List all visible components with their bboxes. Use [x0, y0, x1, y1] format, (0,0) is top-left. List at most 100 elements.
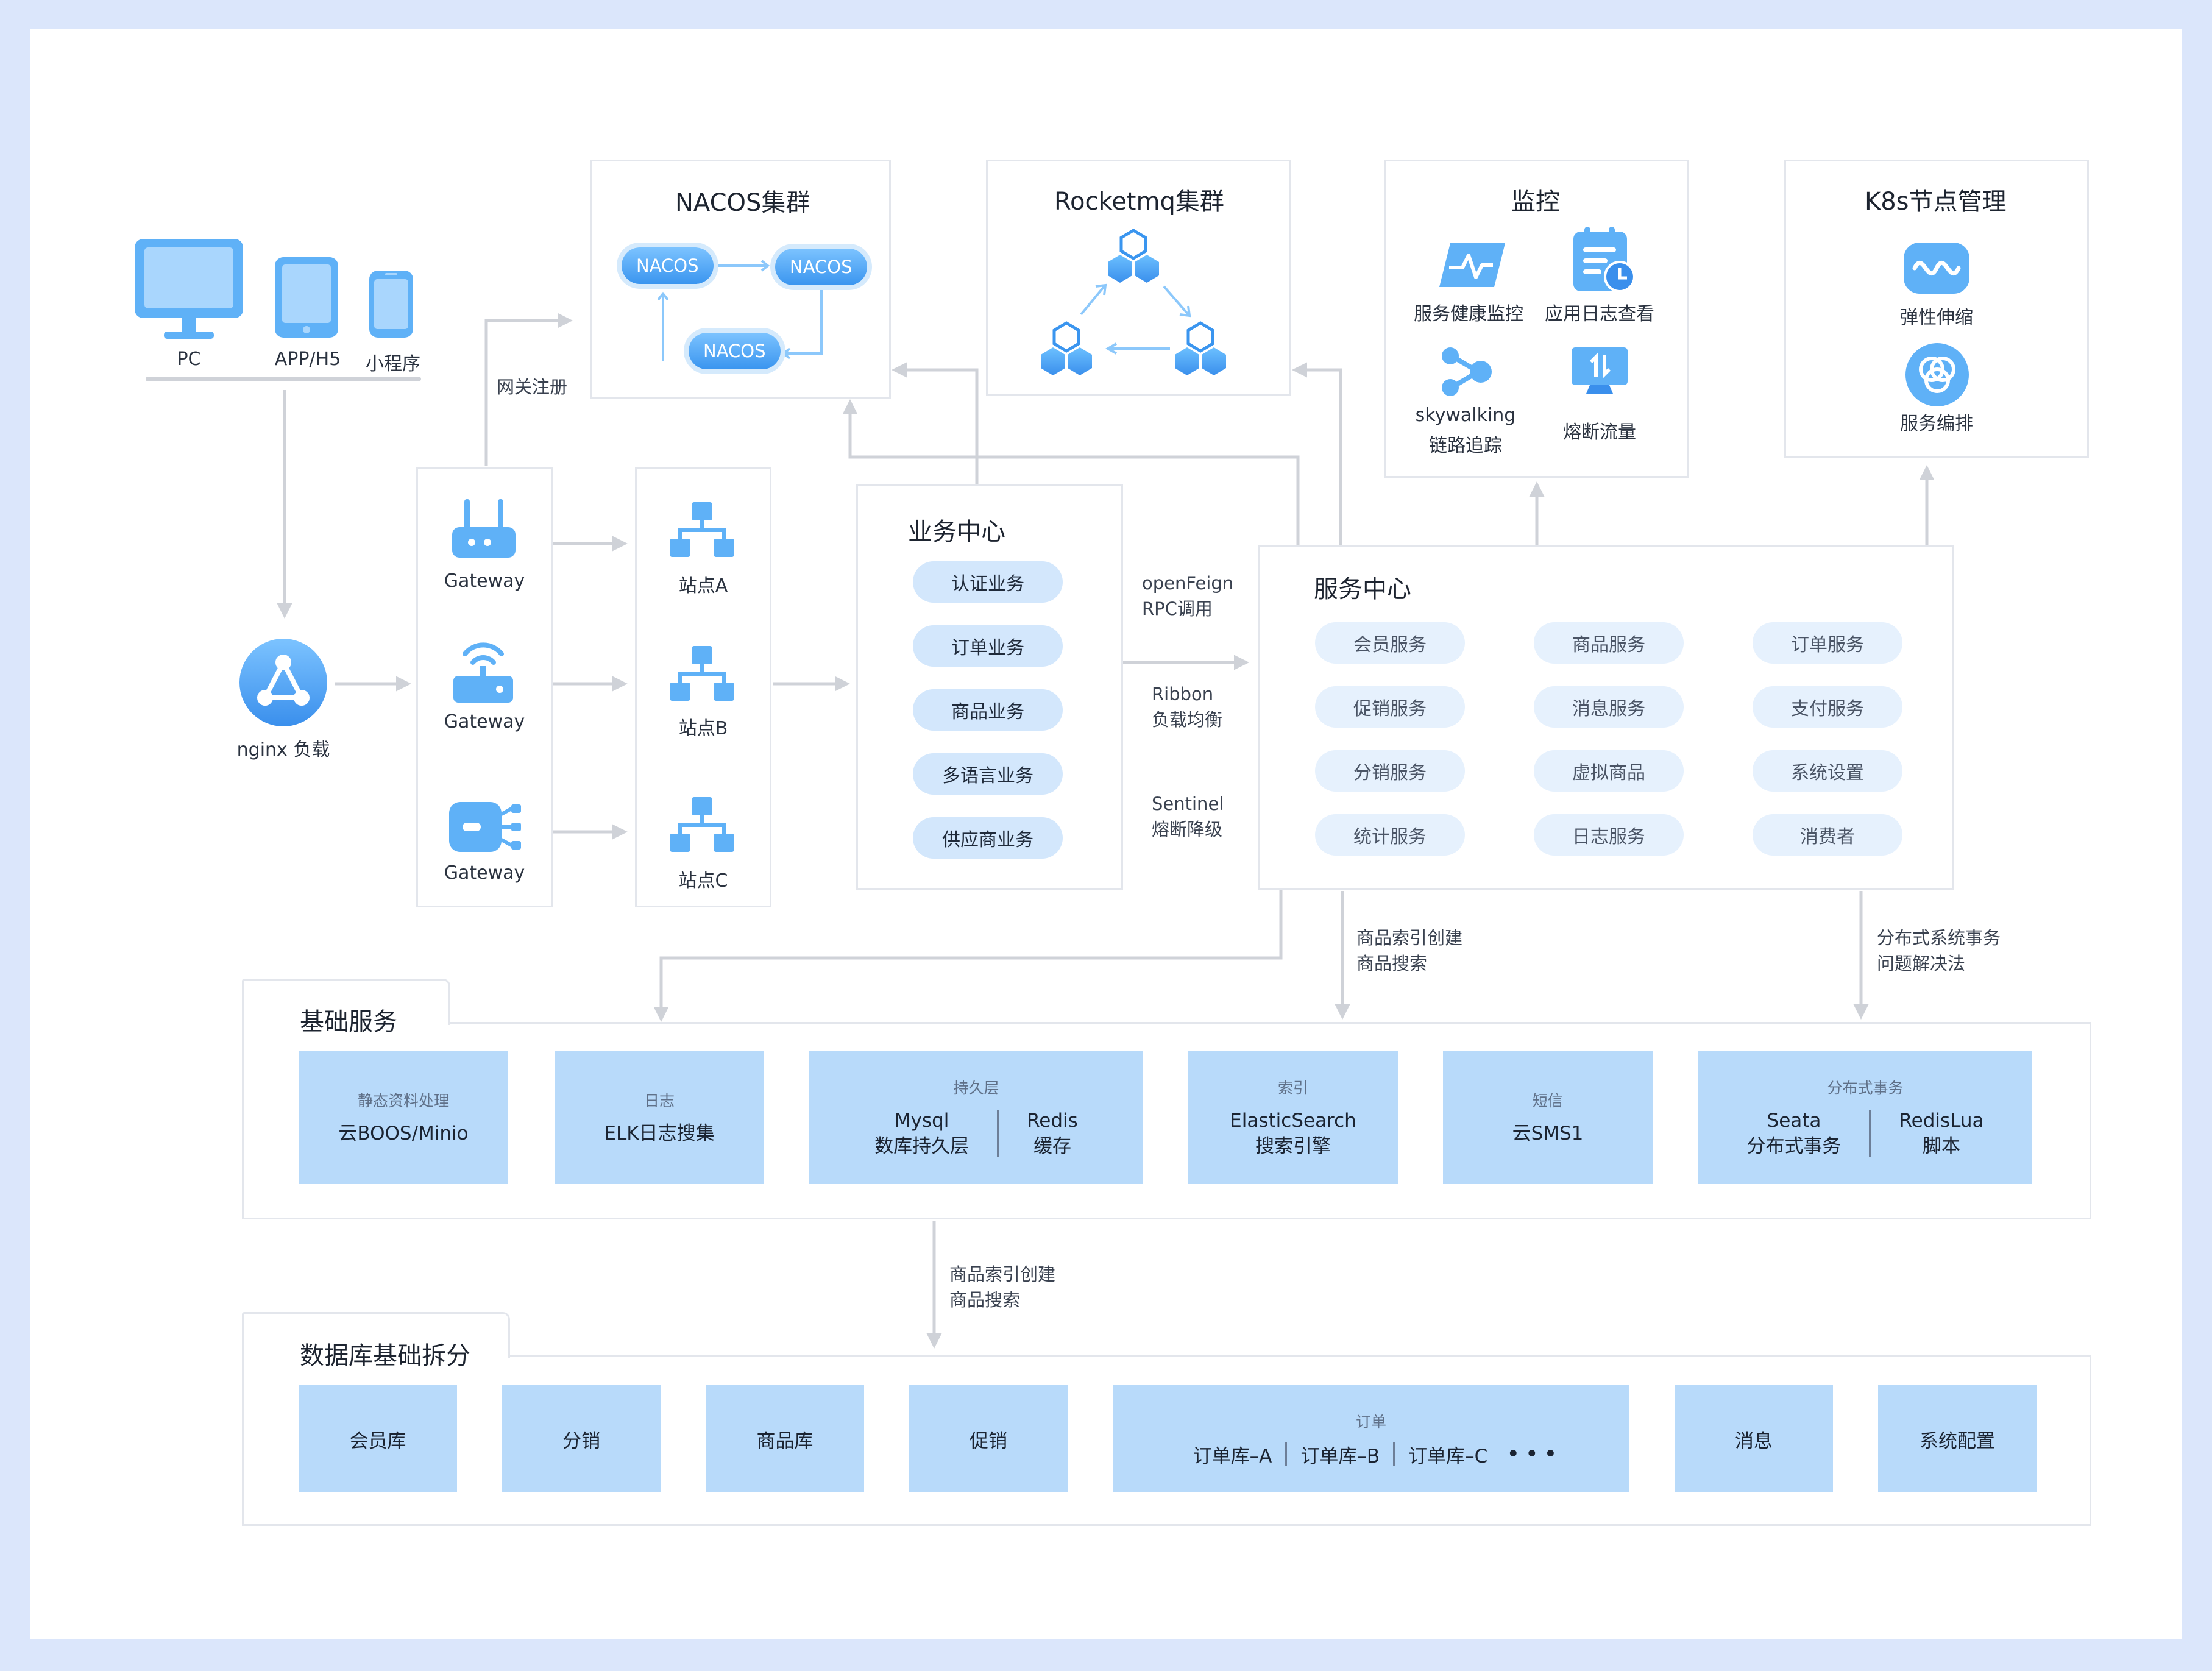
tile-value: 云SMS1 — [1512, 1123, 1584, 1144]
rpc-openfeign-line2: RPC调用 — [1142, 598, 1213, 619]
service-item-payment[interactable]: 支付服务 — [1753, 686, 1902, 728]
tablet-icon — [272, 255, 341, 342]
seata-label: Seata — [1767, 1110, 1821, 1132]
service-item-log[interactable]: 日志服务 — [1534, 814, 1684, 856]
redislua-label: RedisLua — [1899, 1110, 1984, 1132]
tile-caption: 索引 — [1277, 1079, 1308, 1097]
note-disttx-line1: 分布式系统事务 — [1877, 928, 2001, 948]
nacos-node-1: NACOS — [622, 247, 714, 284]
tile-caption: 持久层 — [953, 1079, 999, 1097]
business-item-i18n[interactable]: 多语言业务 — [913, 753, 1063, 795]
k8s-title: K8s节点管理 — [1865, 188, 2007, 216]
order-divider — [1393, 1442, 1395, 1466]
tile-split-right: RedisLua 脚本 — [1871, 1108, 2012, 1159]
business-item-order[interactable]: 订单业务 — [913, 625, 1063, 667]
service-item-consumer[interactable]: 消费者 — [1753, 814, 1902, 856]
gateway-device-icon — [448, 800, 525, 857]
mysql-desc: 数库持久层 — [874, 1135, 970, 1157]
k8s-item-scaling: 弹性伸缩 — [1900, 307, 1973, 328]
service-item-message[interactable]: 消息服务 — [1534, 686, 1684, 728]
tile-divider — [1869, 1110, 1871, 1157]
business-title: 业务中心 — [908, 518, 1005, 546]
client-pc-label: PC — [177, 349, 201, 370]
nacos-node-3: NACOS — [689, 333, 781, 369]
rocketmq-panel — [986, 160, 1291, 396]
monitor-title: 监控 — [1511, 188, 1560, 216]
business-item-supplier[interactable]: 供应商业务 — [913, 817, 1063, 859]
rpc-openfeign-line1: openFeign — [1142, 573, 1234, 594]
order-db-a: 订单库–A — [1193, 1445, 1272, 1467]
redis-desc: 缓存 — [1033, 1135, 1071, 1157]
pc-icon — [132, 236, 246, 344]
note-index2-line1: 商品索引创建 — [949, 1264, 1056, 1285]
wifi-router-icon — [451, 637, 516, 708]
mysql-label: Mysql — [894, 1110, 949, 1132]
monitor-item-health: 服务健康监控 — [1414, 303, 1523, 325]
nacos-title: NACOS集群 — [675, 189, 810, 217]
db-order-group: 订单 订单库–A 订单库–B 订单库–C • • • — [1113, 1385, 1629, 1492]
site-label-b: 站点B — [678, 718, 728, 739]
base-tile-persistence: 持久层 Mysql 数库持久层 Redis 缓存 — [809, 1051, 1143, 1184]
scaling-icon — [1902, 241, 1971, 297]
tile-caption: 分布式事务 — [1827, 1079, 1904, 1097]
redis-label: Redis — [1027, 1110, 1078, 1132]
db-item-distribution: 分销 — [502, 1385, 661, 1492]
base-tile-dist-tx: 分布式事务 Seata 分布式事务 RedisLua 脚本 — [1698, 1051, 2032, 1184]
db-item-config: 系统配置 — [1878, 1385, 2037, 1492]
rocketmq-hex-icon — [1041, 229, 1226, 375]
rpc-ribbon-line1: Ribbon — [1152, 684, 1214, 704]
site-a-icon — [668, 501, 736, 562]
order-divider — [1285, 1442, 1288, 1466]
gateway-register-label: 网关注册 — [497, 377, 568, 397]
site-c-icon — [668, 796, 736, 857]
tile-divider — [997, 1110, 999, 1157]
nginx-label: nginx 负载 — [236, 739, 330, 761]
log-view-icon — [1571, 225, 1638, 296]
rpc-sentinel-line2: 熔断降级 — [1152, 819, 1223, 840]
rpc-sentinel-line1: Sentinel — [1152, 793, 1224, 814]
order-db-b: 订单库–B — [1300, 1445, 1380, 1467]
skywalking-icon — [1439, 345, 1495, 400]
service-item-stats[interactable]: 统计服务 — [1315, 814, 1465, 856]
business-item-auth[interactable]: 认证业务 — [913, 561, 1063, 603]
service-item-member[interactable]: 会员服务 — [1315, 622, 1465, 664]
circuit-breaker-icon — [1569, 345, 1630, 399]
tile-value: ElasticSearch — [1230, 1110, 1356, 1132]
order-db-c: 订单库–C — [1408, 1445, 1488, 1467]
service-title: 服务中心 — [1314, 575, 1411, 603]
tile-value: ELK日志搜集 — [604, 1123, 715, 1144]
redislua-desc: 脚本 — [1923, 1135, 1960, 1157]
orchestration-icon — [1904, 341, 1971, 411]
service-item-virtual[interactable]: 虚拟商品 — [1534, 750, 1684, 792]
monitor-panel — [1384, 160, 1689, 478]
service-item-product[interactable]: 商品服务 — [1534, 622, 1684, 664]
phone-icon — [367, 268, 416, 342]
rpc-ribbon-line2: 负载均衡 — [1152, 709, 1223, 730]
site-label-a: 站点A — [678, 575, 728, 597]
service-item-order[interactable]: 订单服务 — [1753, 622, 1902, 664]
seata-desc: 分布式事务 — [1746, 1135, 1842, 1157]
note-disttx-line2: 问题解决法 — [1877, 953, 1966, 974]
base-tile-static: 静态资料处理 云BOOS/Minio — [299, 1051, 508, 1184]
base-tile-index: 索引 ElasticSearch 搜索引擎 — [1188, 1051, 1398, 1184]
router-icon — [450, 497, 518, 565]
monitor-item-log: 应用日志查看 — [1545, 303, 1654, 325]
service-item-promotion[interactable]: 促销服务 — [1315, 686, 1465, 728]
monitor-item-breaker: 熔断流量 — [1563, 422, 1636, 443]
business-item-product[interactable]: 商品业务 — [913, 689, 1063, 731]
base-tile-log: 日志 ELK日志搜集 — [555, 1051, 764, 1184]
gateway-label-1: Gateway — [444, 570, 525, 592]
base-title: 基础服务 — [300, 1008, 397, 1036]
k8s-item-orchestration: 服务编排 — [1900, 413, 1973, 435]
db-item-product: 商品库 — [706, 1385, 864, 1492]
tile-split-right: Redis 缓存 — [999, 1108, 1106, 1159]
base-tab — [242, 979, 450, 1025]
db-item-member: 会员库 — [299, 1385, 457, 1492]
site-label-c: 站点C — [678, 870, 728, 892]
db-tab — [242, 1312, 510, 1358]
service-item-settings[interactable]: 系统设置 — [1753, 750, 1902, 792]
tile-split-left: Seata 分布式事务 — [1718, 1108, 1869, 1159]
tile-value: 云BOOS/Minio — [338, 1123, 469, 1144]
service-item-distribution[interactable]: 分销服务 — [1315, 750, 1465, 792]
k8s-panel — [1784, 160, 2089, 458]
